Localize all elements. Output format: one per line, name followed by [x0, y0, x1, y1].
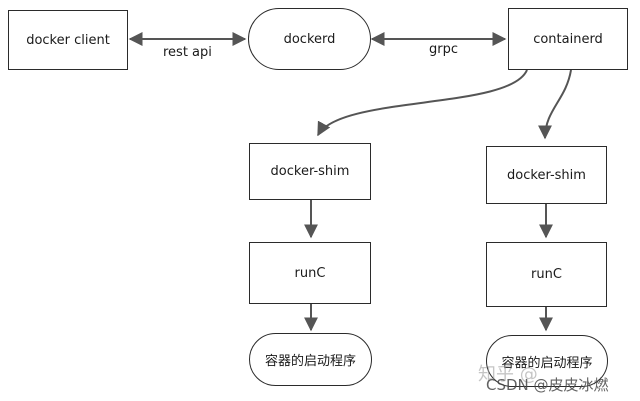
startup-process-right-node: 容器的启动程序	[486, 335, 608, 387]
containerd-to-shim-right-connector	[538, 69, 572, 140]
rest-api-label: rest api	[163, 45, 212, 60]
dockerd-node: dockerd	[248, 8, 371, 70]
docker-shim-left-node: docker-shim	[249, 143, 371, 200]
containerd-to-shim-left-connector	[317, 69, 528, 137]
runc-left-node: runC	[249, 242, 371, 304]
containerd-node: containerd	[508, 8, 628, 70]
runc-right-node: runC	[486, 242, 607, 307]
docker-client-node: docker client	[8, 10, 128, 70]
docker-shim-right-node: docker-shim	[486, 146, 607, 204]
startup-process-left-node: 容器的启动程序	[249, 333, 372, 386]
grpc-label: grpc	[429, 42, 458, 57]
